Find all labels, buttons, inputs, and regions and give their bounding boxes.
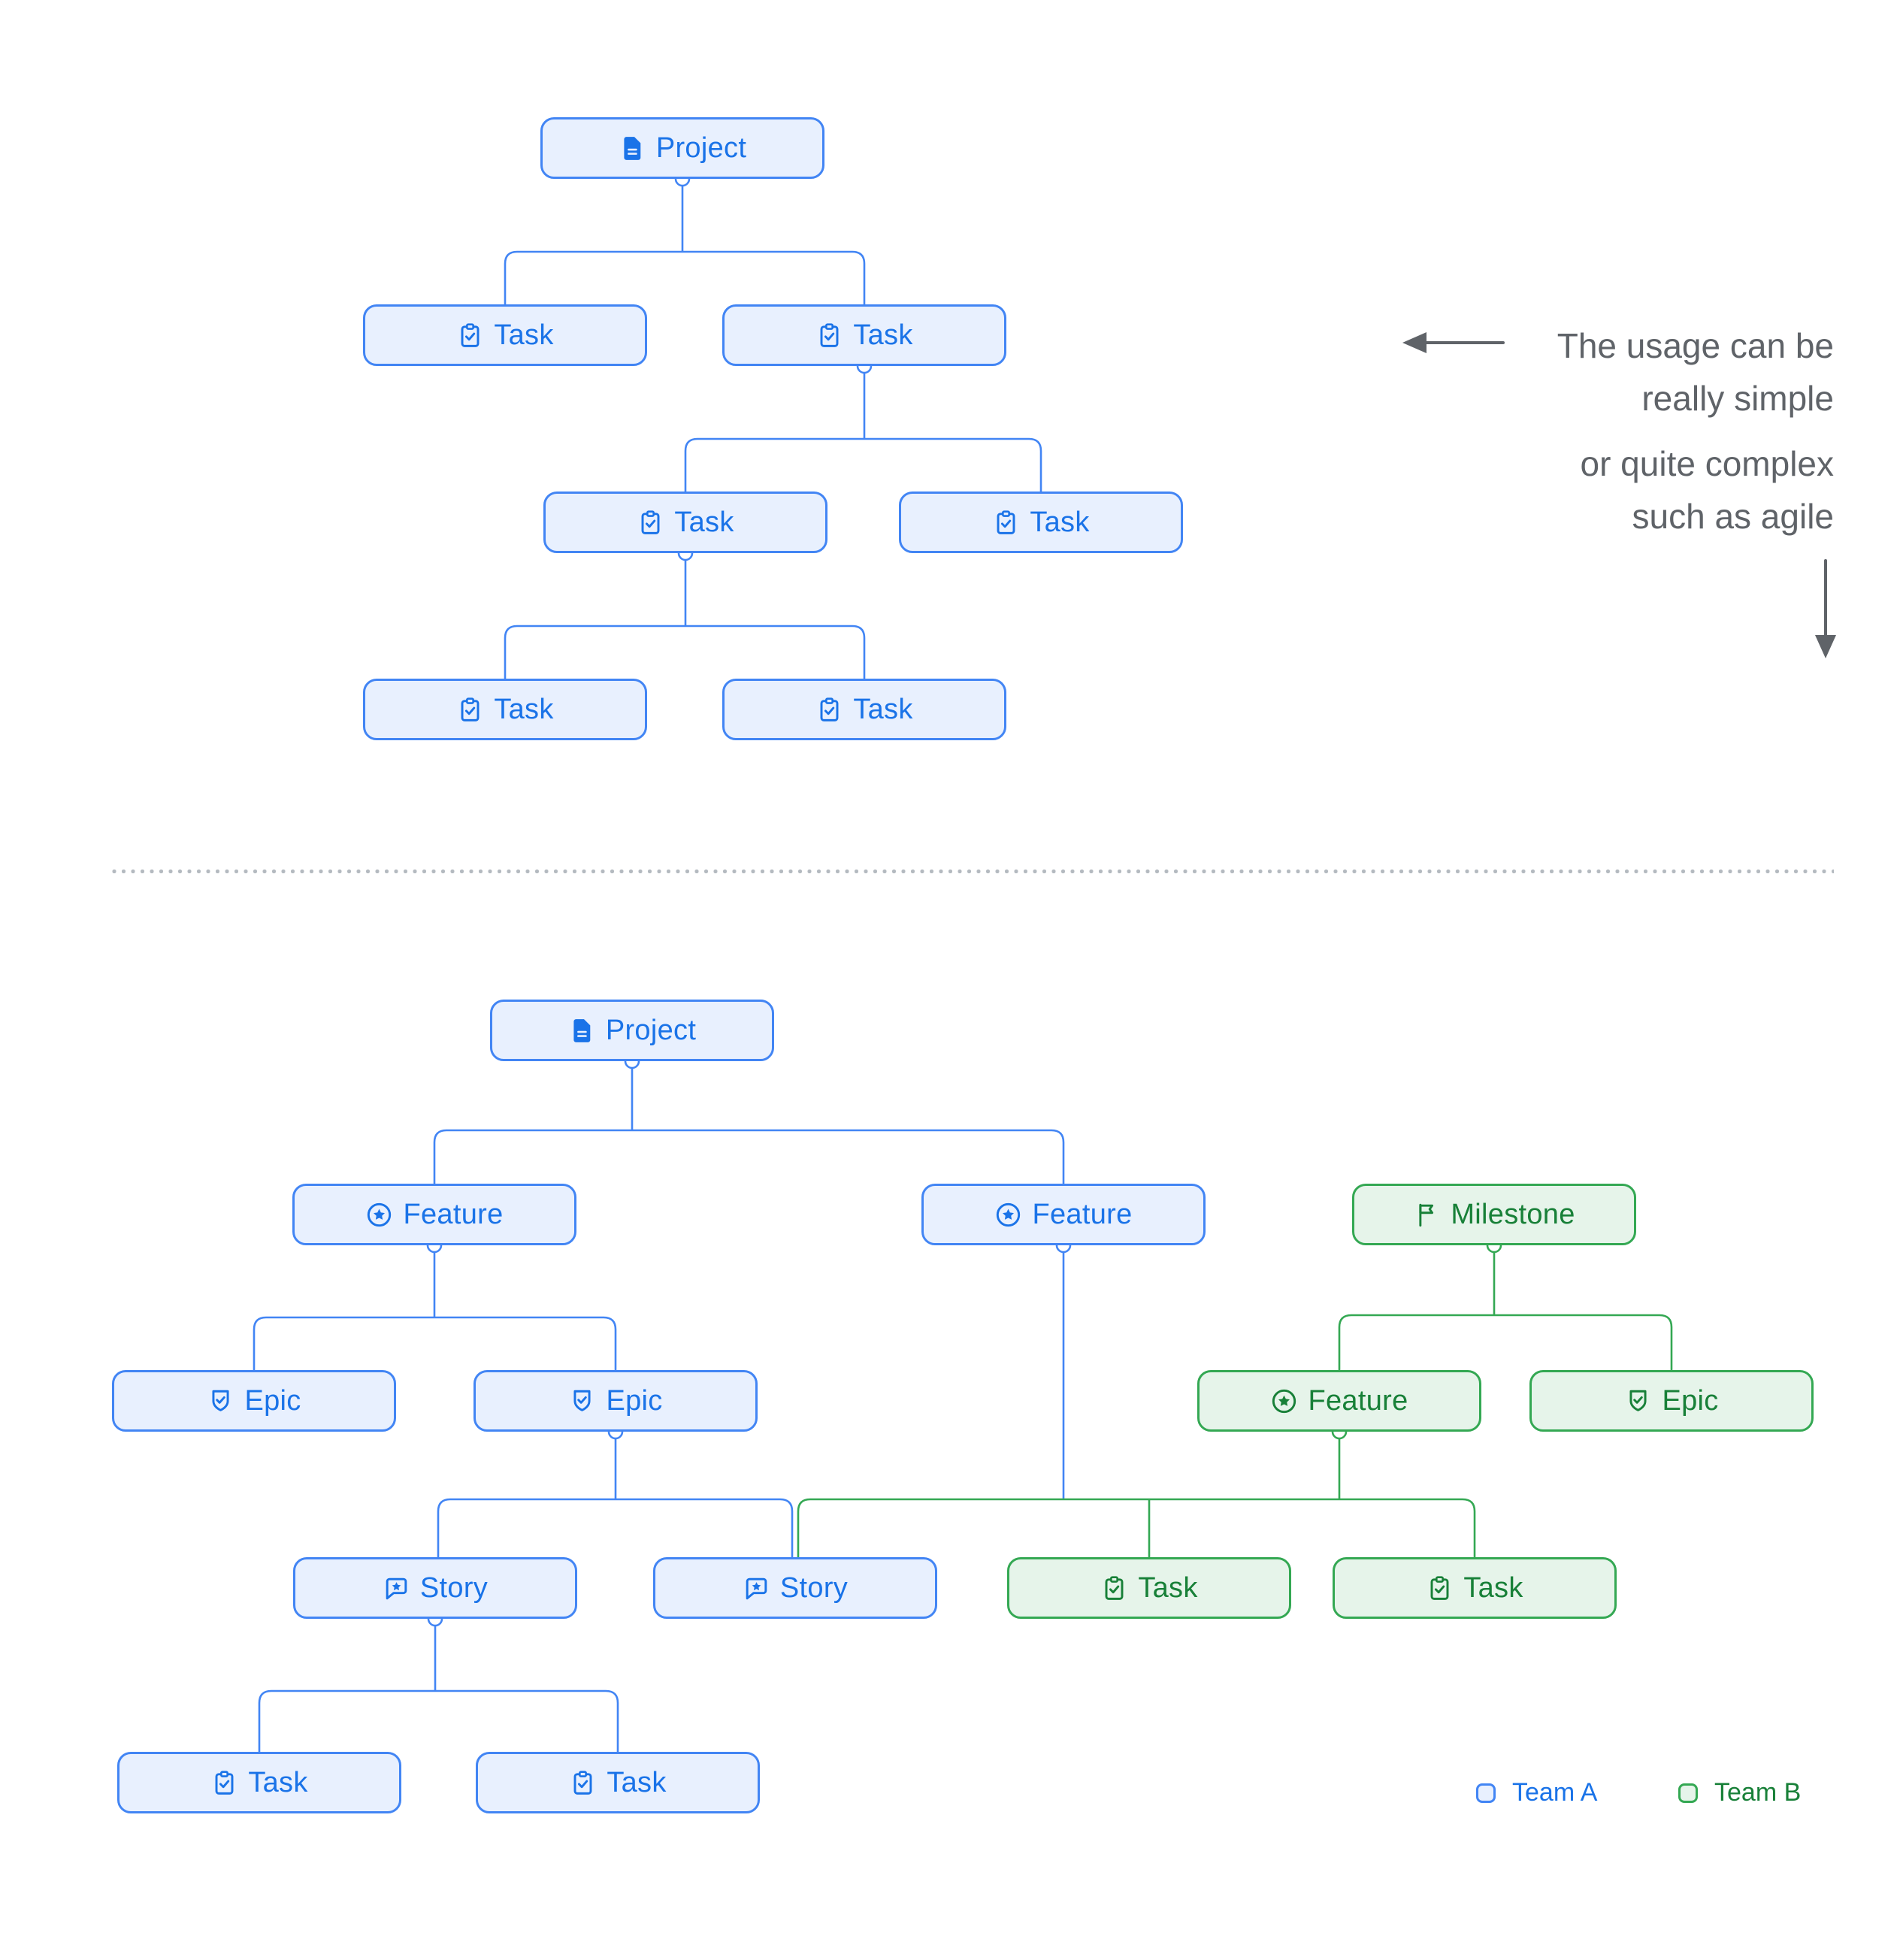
- node-story: Story: [653, 1557, 937, 1619]
- annotation-line: such as agile: [1632, 497, 1835, 536]
- node-label: Task: [494, 693, 554, 725]
- annotation-simple: The usage can be really simple: [1557, 319, 1834, 425]
- node-feature: Feature: [292, 1184, 576, 1245]
- node-label: Task: [1138, 1571, 1198, 1604]
- star-circle-icon: [365, 1201, 393, 1229]
- shield-check-icon: [568, 1387, 596, 1415]
- node-label: Milestone: [1451, 1198, 1575, 1230]
- node-label: Epic: [244, 1384, 301, 1417]
- node-milestone: Milestone: [1352, 1184, 1636, 1245]
- node-task: Task: [722, 679, 1006, 740]
- legend-team-b: Team B: [1678, 1778, 1801, 1807]
- node-task: Task: [1333, 1557, 1617, 1619]
- team-a-swatch: [1476, 1783, 1496, 1803]
- node-story: Story: [293, 1557, 577, 1619]
- node-project: Project: [490, 1000, 774, 1061]
- node-label: Task: [1463, 1571, 1523, 1604]
- node-label: Task: [853, 319, 913, 351]
- clipboard-check-icon: [815, 696, 843, 724]
- team-b-swatch: [1678, 1783, 1698, 1803]
- node-task: Task: [543, 492, 827, 553]
- left-arrow-icon: [1402, 332, 1505, 353]
- clipboard-check-icon: [992, 509, 1020, 537]
- shield-check-icon: [1624, 1387, 1652, 1415]
- annotation-complex: or quite complex such as agile: [1581, 437, 1835, 543]
- node-label: Feature: [1032, 1198, 1133, 1230]
- node-label: Project: [655, 132, 747, 164]
- node-label: Feature: [1308, 1384, 1408, 1417]
- node-task: Task: [117, 1752, 401, 1813]
- legend-label: Team A: [1512, 1778, 1598, 1807]
- clipboard-check-icon: [637, 509, 664, 537]
- document-icon: [619, 135, 646, 162]
- legend-label: Team B: [1714, 1778, 1802, 1807]
- node-label: Task: [1030, 506, 1090, 538]
- clipboard-check-icon: [1100, 1574, 1128, 1602]
- node-label: Feature: [403, 1198, 504, 1230]
- annotation-line: or quite complex: [1580, 444, 1835, 483]
- story-bubble-icon: [743, 1574, 770, 1602]
- clipboard-check-icon: [210, 1769, 238, 1797]
- node-feature: Feature: [1197, 1370, 1481, 1432]
- node-project: Project: [540, 117, 824, 179]
- annotation-line: really simple: [1641, 379, 1834, 418]
- node-label: Task: [853, 693, 913, 725]
- node-epic: Epic: [112, 1370, 396, 1432]
- story-bubble-icon: [383, 1574, 410, 1602]
- node-label: Epic: [1662, 1384, 1719, 1417]
- clipboard-check-icon: [569, 1769, 597, 1797]
- legend-team-a: Team A: [1476, 1778, 1597, 1807]
- node-label: Epic: [606, 1384, 663, 1417]
- node-task: Task: [899, 492, 1183, 553]
- node-task: Task: [363, 304, 647, 366]
- dotted-divider: [111, 868, 1834, 875]
- annotation-line: The usage can be: [1557, 326, 1834, 365]
- node-task: Task: [476, 1752, 760, 1813]
- node-label: Story: [419, 1571, 489, 1604]
- clipboard-check-icon: [815, 322, 843, 349]
- node-epic: Epic: [473, 1370, 758, 1432]
- document-icon: [568, 1017, 596, 1045]
- clipboard-check-icon: [1426, 1574, 1454, 1602]
- node-task: Task: [722, 304, 1006, 366]
- node-label: Project: [605, 1014, 697, 1046]
- shield-check-icon: [207, 1387, 234, 1415]
- node-epic: Epic: [1529, 1370, 1814, 1432]
- node-label: Task: [494, 319, 554, 351]
- node-task: Task: [363, 679, 647, 740]
- node-label: Task: [248, 1766, 308, 1798]
- clipboard-check-icon: [456, 696, 484, 724]
- node-task: Task: [1007, 1557, 1291, 1619]
- star-circle-icon: [994, 1201, 1022, 1229]
- clipboard-check-icon: [456, 322, 484, 349]
- node-label: Task: [674, 506, 734, 538]
- node-label: Task: [607, 1766, 667, 1798]
- flag-icon: [1413, 1201, 1441, 1229]
- star-circle-icon: [1270, 1387, 1298, 1415]
- node-feature: Feature: [921, 1184, 1206, 1245]
- node-label: Story: [779, 1571, 849, 1604]
- down-arrow-icon: [1815, 559, 1836, 658]
